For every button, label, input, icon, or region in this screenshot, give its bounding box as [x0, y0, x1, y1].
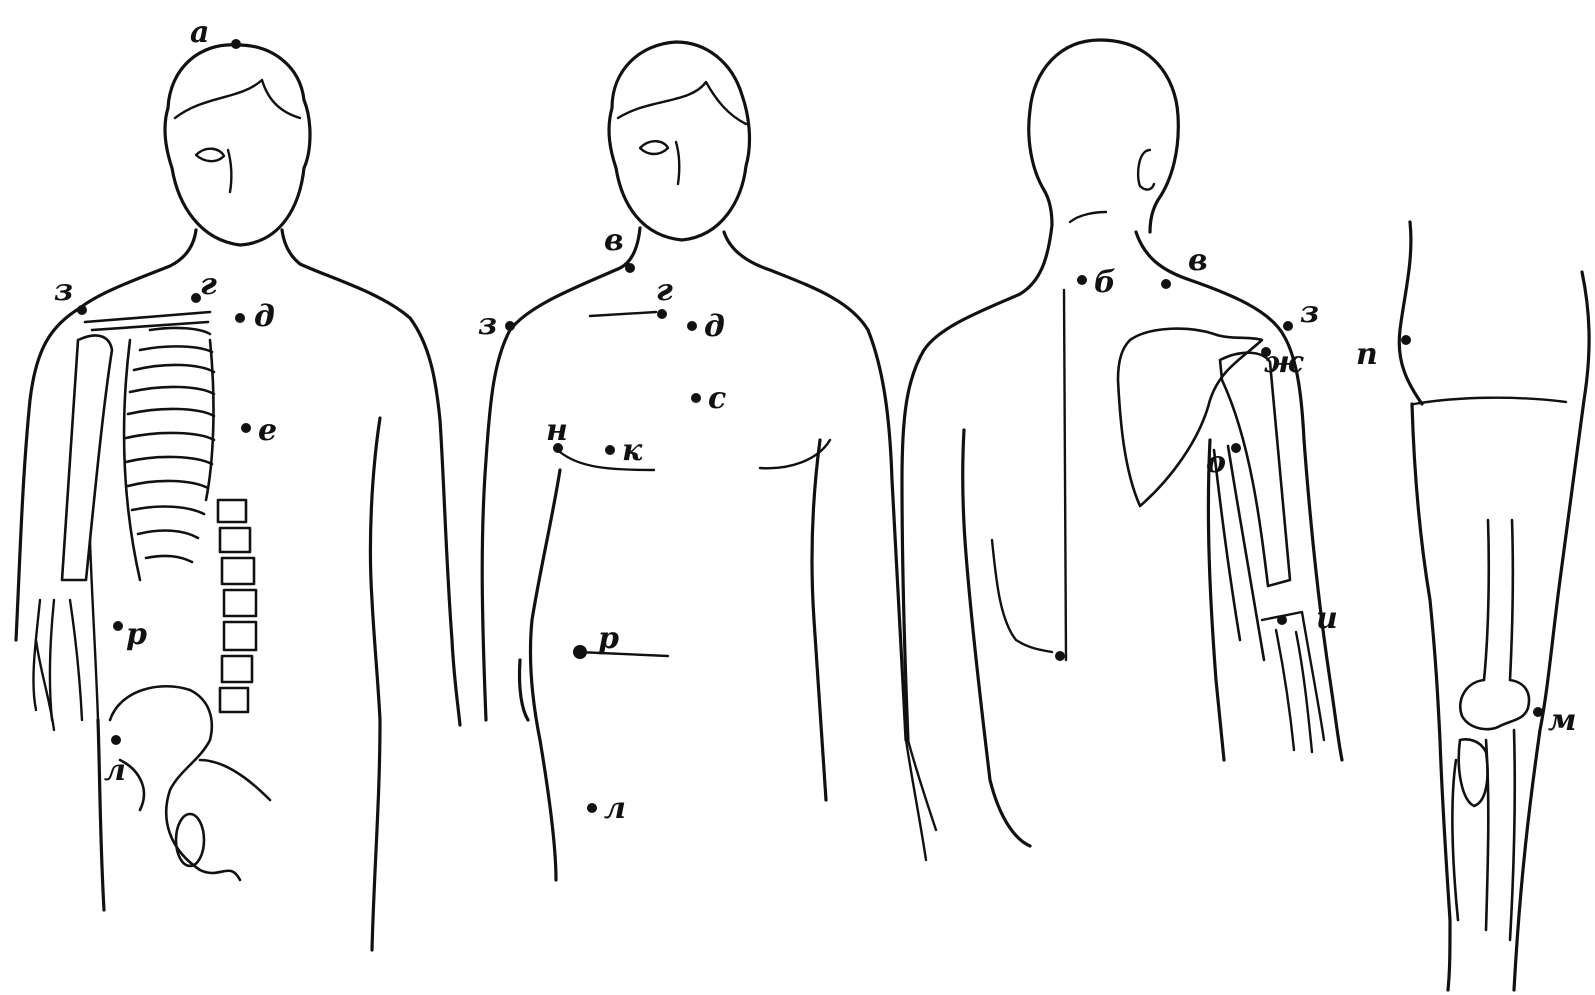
figure2-head-outline [609, 42, 749, 240]
figure3-point-v [1161, 279, 1171, 289]
figure1-head-outline [165, 45, 310, 245]
figure1-label-d: д [254, 299, 275, 334]
figure1-nose [228, 150, 231, 192]
figure2-point-v [625, 263, 635, 273]
figure4-leg-left-outline [1412, 404, 1450, 990]
figure4-femur [1484, 520, 1513, 680]
figure1-eye [196, 149, 224, 162]
figure3-head-outline [1029, 40, 1100, 225]
figure3-ear [1138, 150, 1154, 190]
figure3-point-waist [1055, 651, 1065, 661]
figure2-point-r [573, 645, 587, 659]
figure4-label-m: м [1548, 703, 1577, 738]
figure3-neck-fold [1070, 212, 1106, 222]
figure1-label-l: л [104, 753, 126, 788]
figure4-point-p [1401, 335, 1411, 345]
figure1-point-r [113, 621, 123, 631]
figure1-hair [175, 80, 300, 118]
figure3-hand [1262, 612, 1324, 752]
figure1-label-a: а [190, 15, 209, 50]
figure2-right-inner [812, 440, 826, 800]
figure3-point-o [1231, 443, 1241, 453]
front-skeleton-figure: а г д е з р л [16, 15, 460, 950]
figure1-point-a [231, 39, 241, 49]
figure1-spine [218, 500, 256, 712]
figure2-label-s: с [708, 381, 726, 416]
figure1-point-l [111, 735, 121, 745]
figure1-humerus [62, 335, 112, 580]
figure2-waist-line [578, 652, 668, 656]
figure1-point-z [77, 305, 87, 315]
figure2-point-d [687, 321, 697, 331]
figure1-clavicle [85, 312, 210, 330]
figure2-point-s [691, 393, 701, 403]
figure3-label-o: о [1206, 445, 1226, 480]
figure3-label-z: з [1300, 295, 1319, 330]
figure3-right-arm-inner [1208, 440, 1224, 760]
figure4-label-p: п [1356, 337, 1378, 372]
figure2-right-arm-inner [906, 740, 926, 860]
leg-figure: п м [1356, 222, 1589, 990]
figure2-label-d: д [704, 309, 725, 344]
figure3-point-b [1077, 275, 1087, 285]
figure1-label-r: р [126, 617, 147, 652]
figure1-inner-arm [370, 418, 380, 950]
figure1-hand [33, 600, 54, 720]
figure2-nose [676, 142, 679, 184]
figure2-label-l: л [604, 791, 626, 826]
figure2-clavicle [590, 312, 656, 316]
figure2-point-z [505, 321, 515, 331]
figure2-label-z: з [478, 307, 497, 342]
figure4-thigh-line [1414, 398, 1566, 404]
figure3-label-b: б [1094, 265, 1116, 300]
figure3-head-right [1100, 40, 1178, 232]
figure2-label-g: г [656, 273, 673, 308]
figure4-patella [1459, 739, 1488, 806]
figure2-label-v: в [604, 223, 624, 258]
figure3-label-i: и [1316, 601, 1338, 636]
figure1-left-arm-outline [36, 540, 98, 730]
figure4-tibia [1452, 730, 1514, 940]
figure3-spine-line [1064, 290, 1066, 660]
figure1-point-d [235, 313, 245, 323]
figure1-point-e [241, 423, 251, 433]
figure4-point-m [1533, 707, 1543, 717]
figure3-label-v: в [1188, 243, 1208, 278]
figure2-label-r: р [598, 621, 619, 656]
figure1-pelvis [110, 686, 270, 880]
figure1-ribcage [124, 328, 214, 580]
figure3-scapula [1118, 329, 1262, 506]
figure1-torso-left-side [98, 720, 104, 910]
figure1-body-right-outline [282, 230, 460, 725]
figure3-point-z [1283, 321, 1293, 331]
figure3-humerus [1220, 353, 1290, 586]
figure2-point-g [657, 309, 667, 319]
figure3-label-zh: ж [1264, 345, 1304, 380]
figure3-waist-curve [992, 540, 1052, 652]
figure1-label-v: г [200, 267, 217, 302]
figure2-waist-left [519, 660, 528, 720]
figure2-eye [640, 141, 668, 154]
figure1-label-e: е [258, 413, 277, 448]
figure2-point-k [605, 445, 615, 455]
front-body-figure: в г д з с н к р л [478, 42, 926, 880]
figure3-point-i [1277, 615, 1287, 625]
figure4-knee [1460, 680, 1529, 729]
figure4-leg-right-outline [1514, 272, 1589, 990]
figure1-obturator [176, 814, 204, 866]
figure1-body-left-outline [16, 230, 196, 640]
figure3-left-arm-inner [963, 430, 1030, 846]
figure2-point-l [587, 803, 597, 813]
figure2-label-k: к [622, 433, 643, 468]
back-body-figure: б в з ж о и [902, 40, 1342, 846]
figure4-buttock-outline [1399, 222, 1422, 404]
figure2-hair [618, 82, 746, 124]
figure2-label-n: н [546, 413, 568, 448]
figure1-label-z: з [54, 273, 73, 308]
figure2-left-torso [530, 470, 560, 880]
